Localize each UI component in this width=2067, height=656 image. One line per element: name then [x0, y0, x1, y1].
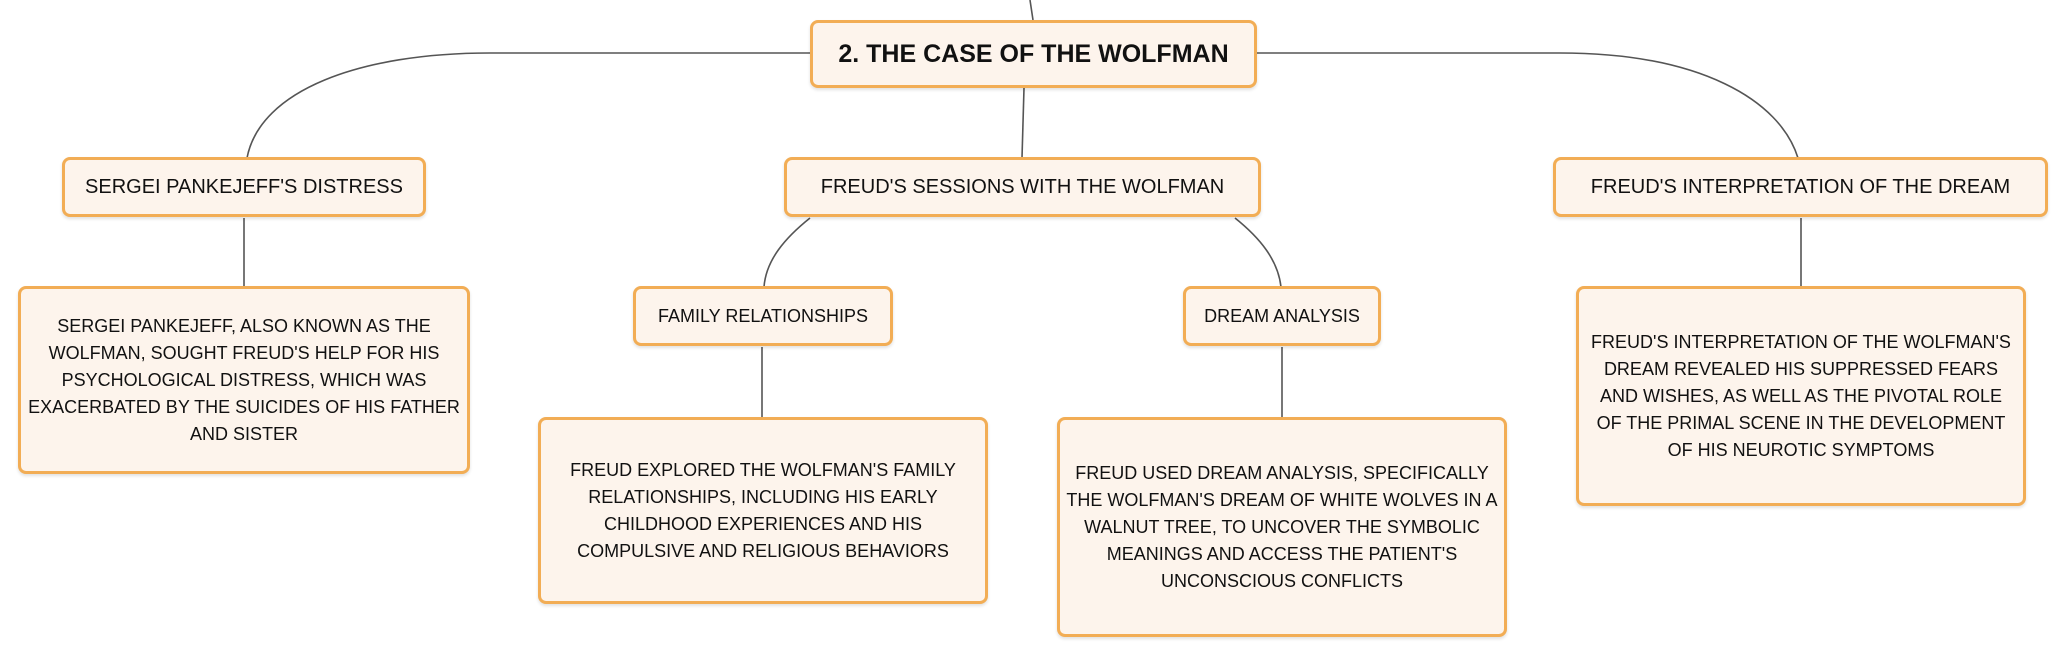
- subtopic-family-relationships[interactable]: FAMILY RELATIONSHIPS: [633, 286, 893, 346]
- topic-freud-interpretation-label: FREUD'S INTERPRETATION OF THE DREAM: [1590, 175, 2011, 198]
- connector-sessions-to-family: [763, 217, 811, 288]
- connector-sessions-to-dream: [1234, 217, 1282, 288]
- root-topic[interactable]: 2. THE CASE OF THE WOLFMAN: [810, 20, 1257, 88]
- detail-freud-interpretation-text: FREUD'S INTERPRETATION OF THE WOLFMAN'S …: [1591, 331, 2011, 460]
- connector-root-to-interpretation: [1257, 52, 1799, 159]
- topic-freud-sessions-label: FREUD'S SESSIONS WITH THE WOLFMAN: [820, 175, 1225, 198]
- connector-from-above: [1029, 0, 1034, 21]
- topic-freud-sessions[interactable]: FREUD'S SESSIONS WITH THE WOLFMAN: [784, 157, 1261, 217]
- detail-dream-analysis-text: FREUD USED DREAM ANALYSIS, SPECIFICALLY …: [1066, 462, 1498, 591]
- topic-sergei-distress-label: SERGEI PANKEJEFF'S DISTRESS: [85, 175, 403, 198]
- detail-dream-analysis[interactable]: FREUD USED DREAM ANALYSIS, SPECIFICALLY …: [1057, 417, 1507, 637]
- connector-root-to-sessions: [1021, 87, 1025, 159]
- detail-family-relationships-text: FREUD EXPLORED THE WOLFMAN'S FAMILY RELA…: [570, 459, 956, 561]
- topic-freud-interpretation[interactable]: FREUD'S INTERPRETATION OF THE DREAM: [1553, 157, 2048, 217]
- connector-root-to-distress: [246, 52, 810, 159]
- detail-sergei-distress-text: SERGEI PANKEJEFF, ALSO KNOWN AS THE WOLF…: [28, 315, 460, 444]
- root-topic-label: 2. THE CASE OF THE WOLFMAN: [838, 39, 1229, 68]
- subtopic-dream-analysis-label: DREAM ANALYSIS: [1204, 305, 1360, 326]
- detail-family-relationships[interactable]: FREUD EXPLORED THE WOLFMAN'S FAMILY RELA…: [538, 417, 988, 604]
- detail-freud-interpretation[interactable]: FREUD'S INTERPRETATION OF THE WOLFMAN'S …: [1576, 286, 2026, 506]
- topic-sergei-distress[interactable]: SERGEI PANKEJEFF'S DISTRESS: [62, 157, 426, 217]
- detail-sergei-distress[interactable]: SERGEI PANKEJEFF, ALSO KNOWN AS THE WOLF…: [18, 286, 470, 474]
- subtopic-family-relationships-label: FAMILY RELATIONSHIPS: [657, 305, 869, 326]
- subtopic-dream-analysis[interactable]: DREAM ANALYSIS: [1183, 286, 1381, 346]
